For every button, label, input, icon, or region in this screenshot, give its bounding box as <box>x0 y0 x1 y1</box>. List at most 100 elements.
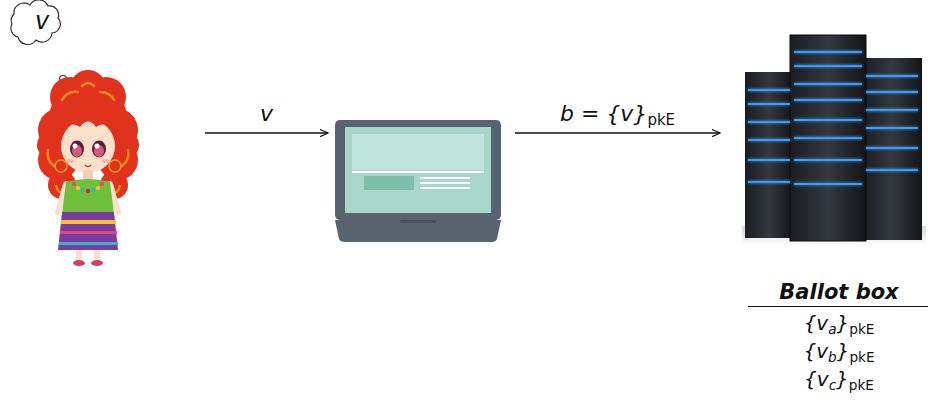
server-figure-part <box>794 137 862 139</box>
laptop-figure-part <box>420 177 470 179</box>
server-figure-part <box>748 89 790 91</box>
voter-figure-part <box>102 159 110 163</box>
text-part: v <box>260 101 273 126</box>
text-block: v <box>12 6 72 36</box>
voter-figure-part <box>76 186 80 190</box>
server-figure-part <box>748 181 790 183</box>
server-node: Ballot box{va}pkE{vb}pkE{vc}pkE <box>740 28 928 398</box>
voter-figure-part <box>72 182 76 186</box>
laptop-node <box>335 118 501 242</box>
voter-figure-part <box>48 150 54 166</box>
text-part: pkE <box>849 349 874 365</box>
laptop-figure-part <box>400 220 436 223</box>
server-figure-part <box>866 75 918 77</box>
server-figure-part <box>866 109 918 111</box>
thought-cloud-part <box>11 0 60 44</box>
voter-figure-part <box>61 220 116 224</box>
server-figure <box>742 35 926 246</box>
edge-label: v <box>257 101 276 127</box>
voter-figure-part <box>91 188 95 192</box>
text-part: a <box>828 321 836 337</box>
voter-figure-part <box>100 182 104 186</box>
text-part: {v <box>803 339 828 363</box>
voter-figure-part <box>91 260 103 266</box>
server-figure-part <box>794 119 862 121</box>
server-figure-part <box>748 139 790 141</box>
server-figure-part <box>745 72 793 238</box>
text-part: b = {v} <box>560 101 647 126</box>
voter-figure-part <box>58 212 118 250</box>
text-part: } <box>836 367 849 391</box>
voter-figure-part <box>60 111 116 130</box>
server-figure-part <box>794 51 862 53</box>
voter-figure <box>37 70 139 266</box>
flow-arrow <box>205 132 328 133</box>
text-part: } <box>837 339 850 363</box>
laptop-figure <box>335 120 501 242</box>
laptop-figure-part <box>352 171 484 173</box>
voter-figure-part <box>60 231 117 234</box>
thought-text: v <box>12 6 72 36</box>
text-block: Ballot box{va}pkE{vb}pkE{vc}pkE <box>740 278 928 393</box>
voter-figure-part <box>109 160 121 172</box>
voter-figure-part <box>122 150 128 166</box>
voter-figure-part <box>73 260 85 266</box>
server-figure-part <box>748 121 790 123</box>
text-part: pkE <box>849 377 874 393</box>
laptop-figure-part <box>335 220 501 242</box>
server-figure-part <box>866 127 918 129</box>
laptop-figure-part <box>345 127 491 213</box>
server-figure-part <box>794 159 862 161</box>
voter-figure-part <box>81 188 85 192</box>
server-figure-part <box>748 103 790 105</box>
voter-figure-part <box>95 144 100 149</box>
voter-figure-part <box>96 186 100 190</box>
server-figure-part <box>790 35 866 241</box>
text-part: } <box>837 311 850 335</box>
text-part: c <box>829 377 836 393</box>
laptop-figure-part <box>335 120 501 220</box>
server-figure-part <box>866 91 918 93</box>
voter-figure-part <box>92 141 106 158</box>
server-figure-part <box>866 147 918 149</box>
edge-label: b = {v}pkE <box>557 101 678 127</box>
voter-figure-part <box>37 132 63 158</box>
voter-figure-part <box>100 92 114 100</box>
text-part: pkE <box>849 321 874 337</box>
laptop-figure-part <box>364 176 414 190</box>
voter-figure-part <box>72 182 104 193</box>
laptop-figure-part <box>420 187 470 189</box>
voter-figure-part <box>59 242 118 245</box>
text-part: pkE <box>647 111 675 129</box>
server-figure-part <box>748 159 790 161</box>
table-cell: {vc}pkE <box>740 365 928 393</box>
voter-figure-part <box>113 132 139 158</box>
voter-figure-part <box>66 159 74 163</box>
voter-figure-part <box>82 83 94 86</box>
flow-arrow <box>515 132 720 133</box>
voter-figure-part <box>48 83 129 194</box>
voter-figure-part <box>62 179 114 214</box>
table-cell: {va}pkE <box>740 309 928 337</box>
text-part: {v <box>804 367 829 391</box>
server-figure-part <box>794 99 862 101</box>
voter-figure-part <box>70 70 106 106</box>
server-figure-part <box>794 65 862 67</box>
table-heading: Ballot box <box>748 278 928 307</box>
laptop-figure-part <box>420 182 470 184</box>
laptop-figure-part <box>352 134 484 170</box>
voter-figure-part <box>73 144 78 149</box>
voter-figure-part <box>55 160 67 172</box>
voter-node: v <box>0 0 140 272</box>
text-part: b <box>828 349 837 365</box>
voter-figure-part <box>85 165 91 167</box>
text-part: Ballot box <box>779 280 898 304</box>
server-figure-part <box>748 52 918 184</box>
server-figure-part <box>794 83 862 85</box>
text-part: {v <box>804 311 829 335</box>
voter-figure-part <box>62 92 78 100</box>
voter-figure-part <box>86 189 90 193</box>
